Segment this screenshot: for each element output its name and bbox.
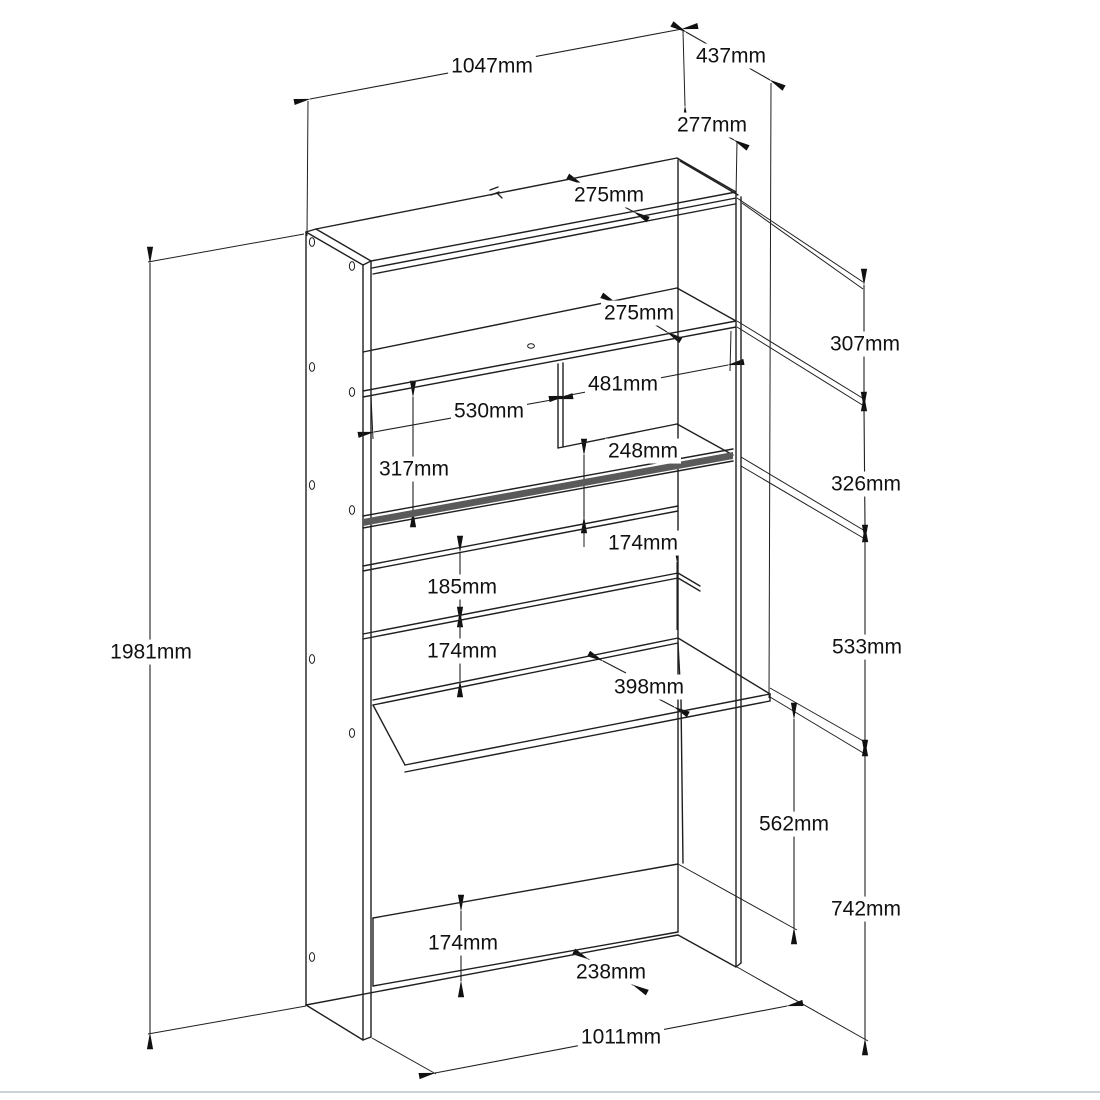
dim-label-base-width: 1011mm: [581, 1026, 661, 1049]
dim-label-desk-depth: 398mm: [614, 676, 684, 699]
extension-lines: [147, 30, 869, 1075]
dimension-labels: 1047mm 437mm 277mm 275mm 275mm 481mm 530…: [107, 43, 906, 1050]
dim-label-upper-right-gap: 326mm: [831, 473, 901, 496]
dim-label-right-compartment: 481mm: [588, 373, 658, 396]
dim-label-overall-width: 1047mm: [451, 55, 533, 78]
shelf-pin-holes: [308, 237, 356, 962]
dim-label-top-shelf-depth: 275mm: [574, 184, 644, 207]
dimension-lines: [146, 21, 869, 1080]
dim-label-overall-depth: 437mm: [696, 45, 766, 68]
furniture-right-side-panel: [677, 159, 742, 968]
dim-label-mid-height: 248mm: [608, 440, 678, 463]
dim-label-desk-height: 742mm: [831, 898, 901, 921]
screw-icons: [489, 186, 535, 349]
dim-label-upper-depth: 277mm: [677, 114, 747, 137]
dim-label-second-shelf-depth: 275mm: [604, 302, 674, 325]
dim-label-shelf-gap-b: 174mm: [427, 640, 497, 663]
furniture-left-side-panel: [305, 228, 372, 1041]
dim-label-base-panel-height: 174mm: [428, 932, 498, 955]
dim-label-under-desk: 562mm: [759, 813, 829, 836]
dim-label-shelf-gap-a: 185mm: [427, 576, 497, 599]
dim-label-top-right-gap: 307mm: [830, 333, 900, 356]
dim-label-overall-height: 1981mm: [110, 641, 192, 664]
dim-label-left-compartment: 530mm: [454, 400, 524, 423]
furniture-upper-shelves: [362, 287, 737, 456]
furniture-desk: [372, 637, 771, 864]
dim-label-compartment-height: 317mm: [379, 458, 449, 481]
furniture-lower-shelves: [362, 505, 701, 640]
dim-label-shelf-to-desk: 533mm: [832, 636, 902, 659]
furniture-base: [305, 863, 679, 1006]
dim-label-base-depth: 238mm: [576, 961, 646, 984]
furniture-top-panel: [315, 157, 739, 275]
dim-label-shelf-gap-upper: 174mm: [608, 532, 678, 555]
